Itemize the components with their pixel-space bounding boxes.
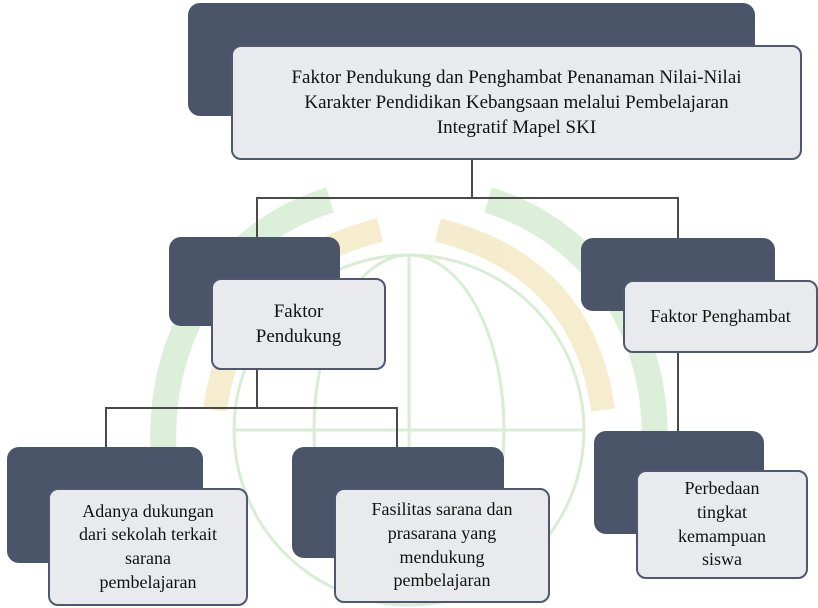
obstacle-item-1-label: Perbedaan tingkat kemampuan siswa [678, 478, 766, 570]
support-item-2-label: Fasilitas sarana dan prasarana yang mend… [371, 499, 513, 591]
support-item-1-label: Adanya dukungan dari sekolah terkait sar… [79, 500, 217, 592]
connector-to-support [256, 197, 258, 237]
connector-root-down [471, 160, 473, 198]
root-node: Faktor Pendukung dan Penghambat Penanama… [231, 45, 802, 160]
connector-to-obstacle [677, 197, 679, 238]
connector-top-horizontal [256, 197, 679, 199]
connector-support-horizontal [105, 407, 398, 409]
support-node-label: Faktor Pendukung [255, 300, 342, 347]
connector-to-item-2 [396, 407, 398, 447]
connector-to-item-1 [105, 407, 107, 447]
connector-obstacle-down [677, 353, 679, 431]
obstacle-node: Faktor Penghambat [623, 280, 818, 353]
obstacle-item-1: Perbedaan tingkat kemampuan siswa [636, 470, 808, 579]
support-node: Faktor Pendukung [211, 278, 386, 370]
root-node-label: Faktor Pendukung dan Penghambat Penanama… [291, 66, 742, 139]
support-item-2: Fasilitas sarana dan prasarana yang mend… [334, 488, 550, 603]
support-item-1: Adanya dukungan dari sekolah terkait sar… [48, 488, 248, 606]
obstacle-node-label: Faktor Penghambat [650, 305, 791, 326]
connector-support-down [256, 370, 258, 408]
